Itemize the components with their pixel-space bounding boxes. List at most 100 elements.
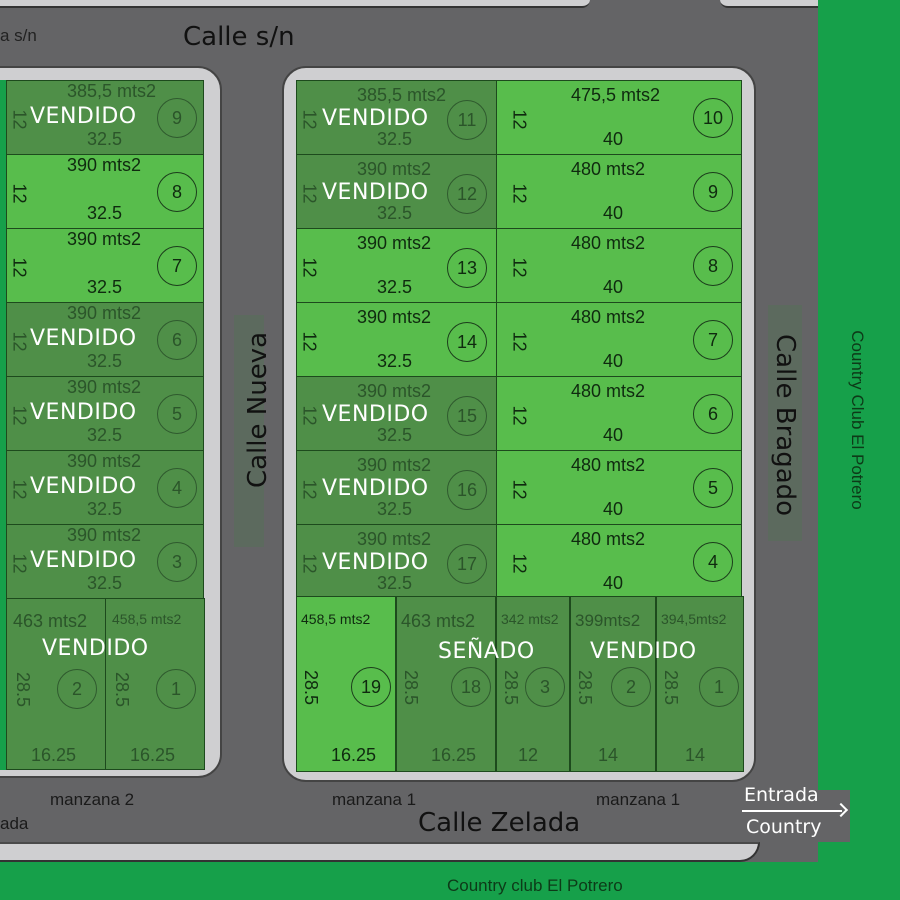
lot-area: 390 mts2 <box>357 159 432 179</box>
lot-width: 32.5 <box>87 351 123 371</box>
lot-number-badge: 17 <box>447 544 487 584</box>
lot-area: 475,5 mts2 <box>571 85 661 105</box>
lot-width: 16.25 <box>431 745 477 765</box>
lot-area: 385,5 mts2 <box>357 85 447 105</box>
lot-number-badge: 14 <box>447 322 487 362</box>
lot-number-badge: 10 <box>693 98 733 138</box>
lot-width: 32.5 <box>87 277 123 297</box>
lot-width: 40 <box>603 203 624 223</box>
lot-number-badge: 5 <box>693 468 733 508</box>
top-sidewalk-right <box>720 0 818 8</box>
lot-area: 480 mts2 <box>571 455 646 475</box>
street-label-partial-bottom-left: ada <box>0 814 29 833</box>
lot-depth: 28.5 <box>112 671 133 708</box>
lot-area: 390 mts2 <box>357 529 432 549</box>
entrance-label-line2: Country <box>746 816 822 838</box>
calle-bragado-label-bg <box>768 305 802 541</box>
lot-number-badge: 13 <box>447 248 487 288</box>
lot-width: 32.5 <box>87 573 123 593</box>
lot-number-badge: 7 <box>157 246 197 286</box>
lot-number-badge: 2 <box>57 669 97 709</box>
lot-m1-15[interactable]: 390 mts2 12 32.5 15 <box>296 376 498 451</box>
lot-depth: 28.5 <box>401 669 422 706</box>
lot-status-label: VENDIDO <box>322 402 429 427</box>
lot-m1-13[interactable]: 390 mts2 12 32.5 13 <box>296 228 498 303</box>
entrance-road <box>818 790 850 842</box>
lot-width: 32.5 <box>377 425 413 445</box>
lot-number-badge: 18 <box>451 667 491 707</box>
lot-number-badge: 8 <box>157 172 197 212</box>
lot-area: 480 mts2 <box>571 233 646 253</box>
lot-number-badge: 2 <box>611 667 651 707</box>
lot-depth: 12 <box>509 257 530 278</box>
lot-status-label: VENDIDO <box>30 326 137 351</box>
lot-depth: 12 <box>299 405 320 426</box>
lot-area: 480 mts2 <box>571 307 646 327</box>
lot-status-label: VENDIDO <box>322 550 429 575</box>
lot-width: 32.5 <box>87 203 123 223</box>
lot-area: 458,5 mts2 <box>301 611 371 627</box>
lot-depth: 12 <box>299 183 320 204</box>
lot-width: 32.5 <box>377 351 413 371</box>
lot-depth: 28.5 <box>301 669 322 706</box>
lot-width: 32.5 <box>377 277 413 297</box>
street-label-calle-bragado: Calle Bragado <box>770 333 800 517</box>
lot-width: 32.5 <box>87 129 123 149</box>
lot-number-badge: 12 <box>447 174 487 214</box>
lot-depth: 12 <box>509 183 530 204</box>
lot-area: 385,5 mts2 <box>67 81 157 101</box>
lot-width: 40 <box>603 573 624 593</box>
lot-number-badge: 6 <box>693 394 733 434</box>
lot-width: 40 <box>603 351 624 371</box>
lot-m1-b18[interactable]: 463 mts2 28.5 16.25 18 <box>396 596 496 772</box>
lot-area: 390 mts2 <box>67 451 142 471</box>
lot-width: 32.5 <box>377 129 413 149</box>
lot-number-badge: 7 <box>693 320 733 360</box>
lot-number-badge: 5 <box>157 394 197 434</box>
lot-depth: 12 <box>9 405 30 426</box>
lot-area: 390 mts2 <box>67 303 142 323</box>
lot-area: 390 mts2 <box>357 381 432 401</box>
lot-width: 40 <box>603 129 624 149</box>
lot-depth: 12 <box>9 479 30 500</box>
street-label-calle-sn: Calle s/n <box>183 22 295 52</box>
lot-number-badge: 15 <box>447 396 487 436</box>
lot-area: 390 mts2 <box>357 233 432 253</box>
calle-nueva-label-bg <box>234 315 264 547</box>
lot-area: 463 mts2 <box>401 611 476 631</box>
lot-depth: 28.5 <box>13 671 34 708</box>
bottom-sidewalk <box>0 842 760 862</box>
street-label-calle-nueva: Calle Nueva <box>243 331 273 489</box>
lot-number-badge: 8 <box>693 246 733 286</box>
lot-area: 390 mts2 <box>67 155 142 175</box>
lot-depth: 12 <box>299 257 320 278</box>
country-label-bottom: Country club El Potrero <box>447 876 623 895</box>
lot-number-badge: 9 <box>157 98 197 138</box>
lot-depth: 12 <box>299 331 320 352</box>
lot-number-badge: 11 <box>447 100 487 140</box>
lot-status-label: VENDIDO <box>322 106 429 131</box>
lot-number-badge: 3 <box>157 542 197 582</box>
